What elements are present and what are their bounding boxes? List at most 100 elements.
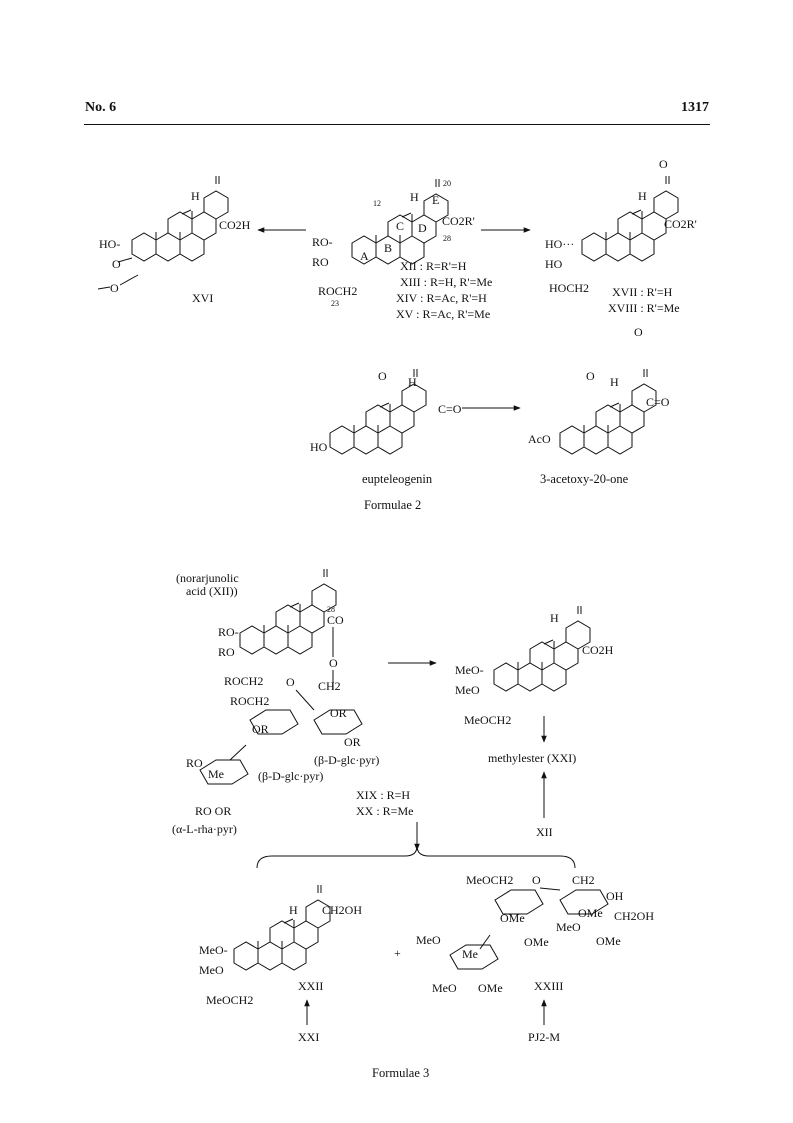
label-xii: XII : R=R'=H	[400, 259, 467, 273]
ring-d: D	[418, 221, 427, 235]
h-atom: H	[289, 903, 298, 917]
rha-methyl: Me	[462, 947, 478, 961]
acetoxy-structure: AcO O C=O O H 3-acetoxy-20-one	[528, 325, 670, 486]
position-28: 28	[327, 605, 335, 614]
compound-xxii-structure: MeO- MeO MeOCH2 CH2OH H XXII XXI	[199, 884, 362, 1044]
substituent-ro-2: RO-	[312, 235, 333, 249]
hydroxy-group: HO	[310, 440, 328, 454]
position-23: 23	[331, 299, 339, 308]
epoxide-oxygen: O	[586, 369, 595, 383]
keto-oxygen: O	[634, 325, 643, 339]
substituent-ro-2: RO-	[218, 625, 239, 639]
sugar-or-2: OR	[252, 722, 269, 736]
label-xiv: XIV : R=Ac, R'=H	[396, 291, 487, 305]
lactone-carbonyl: C=O	[646, 395, 670, 409]
substituent-roch2: ROCH2	[318, 284, 357, 298]
label-xviii: XVIII : R'=Me	[608, 301, 680, 315]
label-xvi: XVI	[192, 291, 213, 305]
glycosidic-oxygen: O	[286, 675, 295, 689]
h-atom: H	[408, 375, 417, 389]
h-atom: H	[410, 190, 419, 204]
sugar-ome-2: OMe	[500, 911, 525, 925]
label-xix: XIX : R=H	[356, 788, 410, 802]
methoxy-2: MeO-	[455, 663, 484, 677]
xxii-source: XXI	[298, 1030, 319, 1044]
sugar-or-3: OR	[344, 735, 361, 749]
page-number: 1317	[681, 100, 709, 115]
position-20: 20	[443, 179, 451, 188]
label-xv: XV : R=Ac, R'=Me	[396, 307, 490, 321]
substituent-co2r: CO2R'	[664, 217, 697, 231]
lactone-carbonyl: C=O	[438, 402, 462, 416]
sugar-ome-3: OMe	[524, 935, 549, 949]
label-xvii: XVII : R'=H	[612, 285, 673, 299]
hydroxy-group-3: HO	[545, 257, 563, 271]
position-12: 12	[373, 199, 381, 208]
eupteleogenin-name: eupteleogenin	[362, 472, 433, 486]
norarjunolic-title-1: (norarjunolic	[176, 571, 239, 585]
acetonide-oxygen-1: O	[112, 257, 121, 271]
substituent-co2h: CO2H	[582, 643, 614, 657]
label-xx: XX : R=Me	[356, 804, 413, 818]
label-xiii: XIII : R=H, R'=Me	[400, 275, 492, 289]
rha-ro-or: RO OR	[195, 804, 231, 818]
eupteleogenin-structure: HO O C=O H eupteleogenin	[310, 368, 462, 486]
position-28: 28	[443, 234, 451, 243]
xxiii-source: PJ2-M	[528, 1030, 560, 1044]
compound-xvii-structure: HO··· HO HOCH2 CO2R' O H XVII : R'=H XVI…	[545, 157, 697, 315]
glc-pyr-label-1: (β-D-glc·pyr)	[314, 753, 379, 767]
h-atom: H	[550, 611, 559, 625]
methoxymethyl: MeOCH2	[464, 713, 511, 727]
sugar-ch2: CH2	[572, 873, 595, 887]
rha-meo: MeO	[416, 933, 441, 947]
label-xxii: XXII	[298, 979, 323, 993]
sugar-meoch2: MeOCH2	[466, 873, 513, 887]
ring-b: B	[384, 241, 392, 255]
ring-c: C	[396, 219, 404, 233]
substituent-co2r: CO2R'	[442, 214, 475, 228]
substituent-ro-3: RO	[312, 255, 329, 269]
epoxide-oxygen: O	[378, 369, 387, 383]
sugar-roch2: ROCH2	[230, 694, 269, 708]
sugar-meo-1: MeO	[556, 920, 581, 934]
methoxy-3: MeO	[199, 963, 224, 977]
caption-formulae-3: Formulae 3	[372, 1066, 429, 1080]
sugar-or-1: OR	[330, 706, 347, 720]
hydroxy-group: HO-	[99, 237, 120, 251]
product-brace	[256, 845, 576, 869]
substituent-roch2: ROCH2	[224, 674, 263, 688]
rha-ro: RO	[186, 756, 203, 770]
substituent-ro-3: RO	[218, 645, 235, 659]
hydroxy-group-2: HO···	[545, 237, 574, 251]
methoxymethyl: MeOCH2	[206, 993, 253, 1007]
ester-carbonyl: CO	[327, 613, 344, 627]
compound-xxiii-structure: MeOCH2 O CH2 OH OMe CH2OH MeO OMe OMe OM…	[416, 873, 654, 1044]
rha-pyr-label: (α-L-rha·pyr)	[172, 822, 237, 836]
ring-e: E	[432, 193, 439, 207]
hydroxymethyl: CH2OH	[322, 903, 362, 917]
rha-ome: OMe	[478, 981, 503, 995]
journal-issue-number: No. 6	[85, 100, 117, 115]
sugar-ome-4: OMe	[596, 934, 621, 948]
substituent-co2h: CO2H	[219, 218, 251, 232]
methylester-source: XII	[536, 825, 553, 839]
sugar-ch2oh: CH2OH	[614, 909, 654, 923]
compound-xii-structure: RO- RO ROCH2 23 CO2R' 28 12 20 H A B C D…	[312, 178, 492, 321]
sugar-ch2: CH2	[318, 679, 341, 693]
header-rule	[84, 124, 710, 125]
h-atom: H	[610, 375, 619, 389]
sugar-ome-1: OMe	[578, 906, 603, 920]
substituent-hoch2: HOCH2	[549, 281, 589, 295]
methylester-name: methylester (XXI)	[488, 751, 576, 765]
plus-sign: +	[394, 946, 401, 960]
sugar-oh: OH	[606, 889, 624, 903]
acetoxy-group: AcO	[528, 432, 551, 446]
glc-pyr-label-2: (β-D-glc·pyr)	[258, 769, 323, 783]
norarjunolic-title-2: acid (XII))	[186, 584, 238, 598]
acetoxy-name: 3-acetoxy-20-one	[540, 472, 629, 486]
ring-a: A	[360, 249, 369, 263]
ester-oxygen: O	[329, 656, 338, 670]
h-atom: H	[191, 189, 200, 203]
rha-meo-2: MeO	[432, 981, 457, 995]
